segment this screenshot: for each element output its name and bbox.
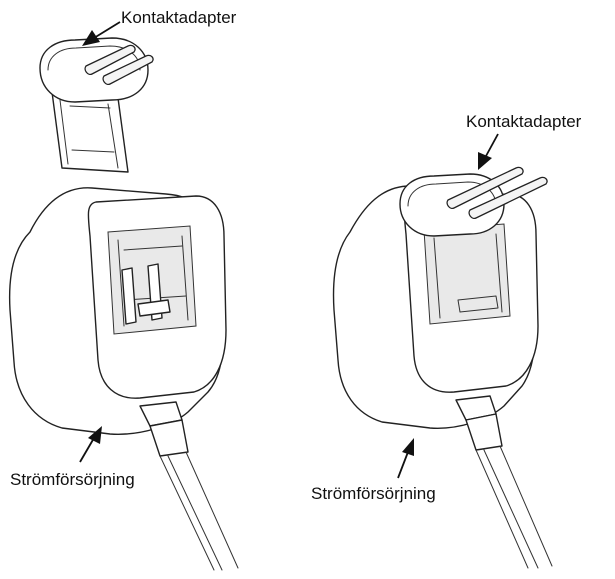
right-adapter-pin-2 xyxy=(468,176,548,220)
left-power-supply-body xyxy=(8,187,239,571)
right-plug-adapter-mounted xyxy=(399,166,548,237)
right-adapter-pin-1 xyxy=(446,166,524,210)
label-adapter-left: Kontaktadapter xyxy=(121,8,237,27)
label-adapter-right: Kontaktadapter xyxy=(466,112,582,131)
label-power-supply-right: Strömförsörjning xyxy=(311,484,436,503)
label-power-supply-left: Strömförsörjning xyxy=(10,470,135,489)
arrow-adapter-left xyxy=(82,21,121,46)
arrow-power-right xyxy=(397,438,414,479)
arrow-adapter-right xyxy=(478,133,499,170)
right-power-supply-body xyxy=(332,185,553,569)
left-adapter-pin-1 xyxy=(84,44,136,76)
left-plug-adapter xyxy=(39,37,154,173)
left-adapter-pin-2 xyxy=(102,54,154,86)
arrow-power-left xyxy=(79,426,102,463)
